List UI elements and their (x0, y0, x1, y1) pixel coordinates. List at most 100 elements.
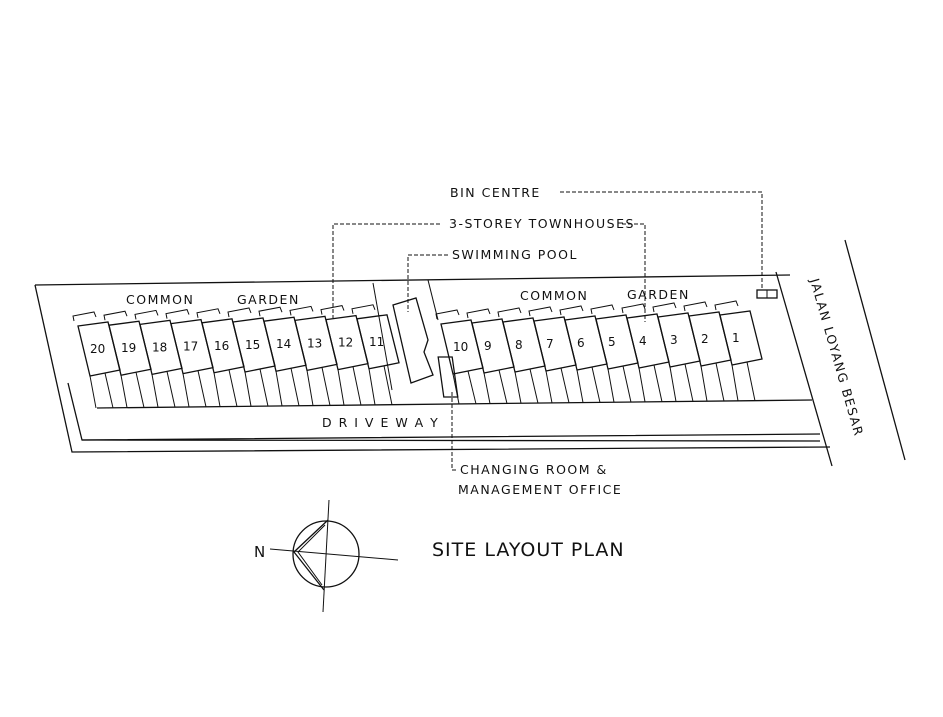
townhouse-unit: 16 (196, 308, 245, 407)
driveway-label: D R I V E W A Y (322, 415, 439, 430)
carport-line (352, 366, 362, 406)
unit-balcony (528, 306, 553, 317)
unit-number: 11 (369, 335, 384, 349)
site-boundary-right (775, 271, 833, 467)
unit-balcony (289, 305, 314, 316)
carport-line (545, 370, 553, 404)
unit-balcony (435, 309, 460, 320)
unit-number: 7 (546, 337, 554, 351)
unit-balcony (497, 307, 522, 318)
unit-balcony (351, 304, 376, 314)
swimming-pool (392, 297, 434, 384)
carport-line (452, 373, 460, 405)
unit-number: 9 (484, 339, 492, 353)
bin-centre-leader (560, 191, 763, 288)
changing-room (437, 356, 459, 398)
unit-balcony (652, 302, 677, 313)
unit-number: 1 (732, 331, 740, 345)
page-title: SITE LAYOUT PLAN (432, 539, 625, 561)
carport-line (746, 361, 756, 401)
carport-line (622, 365, 632, 403)
unit-outline (626, 313, 670, 369)
carport-line (715, 362, 725, 402)
unit-outline (356, 314, 400, 370)
townhouses-leader (332, 223, 440, 318)
carport-line (166, 371, 176, 408)
unit-balcony (196, 308, 221, 318)
unit-balcony (165, 309, 190, 319)
unit-outline (657, 312, 701, 368)
unit-balcony (227, 307, 252, 318)
townhouse-unit: 1 (714, 300, 763, 401)
townhouse-unit: 3 (652, 302, 701, 402)
unit-balcony (466, 308, 491, 319)
carport-line (197, 370, 207, 408)
carport-line (182, 373, 190, 407)
common-garden-right-2: GARDEN (627, 287, 690, 302)
carport-line (228, 369, 238, 407)
townhouse-unit: 8 (497, 307, 546, 404)
road-edge (844, 239, 906, 461)
unit-number: 10 (453, 340, 468, 354)
carport-line (290, 368, 300, 406)
townhouse-unit: 6 (559, 305, 608, 403)
unit-balcony (134, 309, 159, 320)
townhouse-unit: 14 (258, 306, 307, 406)
pool-leader (407, 254, 448, 312)
carport-line (306, 370, 314, 406)
site-boundary-left (34, 284, 831, 453)
swimming-pool-label: SWIMMING POOL (452, 247, 578, 262)
carport-line (104, 372, 114, 409)
common-garden-left-1: COMMON (126, 292, 194, 307)
carport-line (514, 371, 522, 404)
carport-line (244, 371, 252, 407)
unit-number: 15 (245, 338, 260, 352)
unit-outline (564, 315, 608, 371)
unit-balcony (683, 301, 708, 312)
carport-line (731, 364, 739, 401)
carport-line (591, 366, 601, 403)
townhouses-label: 3-STOREY TOWNHOUSES (449, 216, 635, 231)
unit-balcony (103, 310, 128, 321)
townhouse-unit: 18 (134, 309, 183, 408)
carport-line (684, 363, 694, 402)
common-garden-right-1: COMMON (520, 288, 588, 303)
divider (427, 279, 439, 321)
carport-line (275, 371, 283, 406)
unit-balcony (72, 311, 97, 322)
unit-outline (533, 316, 577, 372)
carport-line (259, 368, 269, 407)
carport-line (607, 368, 615, 403)
townhouse-unit: 17 (165, 309, 214, 408)
changing-room-label-1: CHANGING ROOM & (460, 462, 608, 477)
unit-outline (471, 318, 515, 374)
carport-line (529, 368, 539, 404)
carport-line (213, 372, 221, 407)
unit-number: 19 (121, 341, 136, 355)
unit-outline (595, 314, 639, 370)
carport-line (483, 372, 491, 404)
townhouse-unit: 11 (351, 304, 400, 405)
townhouse-unit: 20 (72, 311, 121, 409)
unit-outline (719, 310, 763, 366)
carport-line (321, 367, 331, 406)
carport-line (120, 375, 128, 408)
unit-number: 18 (152, 340, 167, 354)
unit-number: 5 (608, 335, 616, 349)
common-garden-left-2: GARDEN (237, 292, 300, 307)
townhouse-unit: 5 (590, 304, 639, 403)
townhouse-unit: 19 (103, 310, 152, 408)
site-boundary (34, 274, 791, 286)
carport-line (653, 364, 663, 403)
carport-line (576, 369, 584, 403)
carport-line (700, 365, 708, 402)
carport-line (368, 368, 376, 405)
unit-outline (688, 311, 732, 367)
carport-line (337, 369, 345, 406)
carport-line (383, 365, 393, 405)
unit-number: 3 (670, 333, 678, 347)
bin-centre-label: BIN CENTRE (450, 185, 541, 200)
